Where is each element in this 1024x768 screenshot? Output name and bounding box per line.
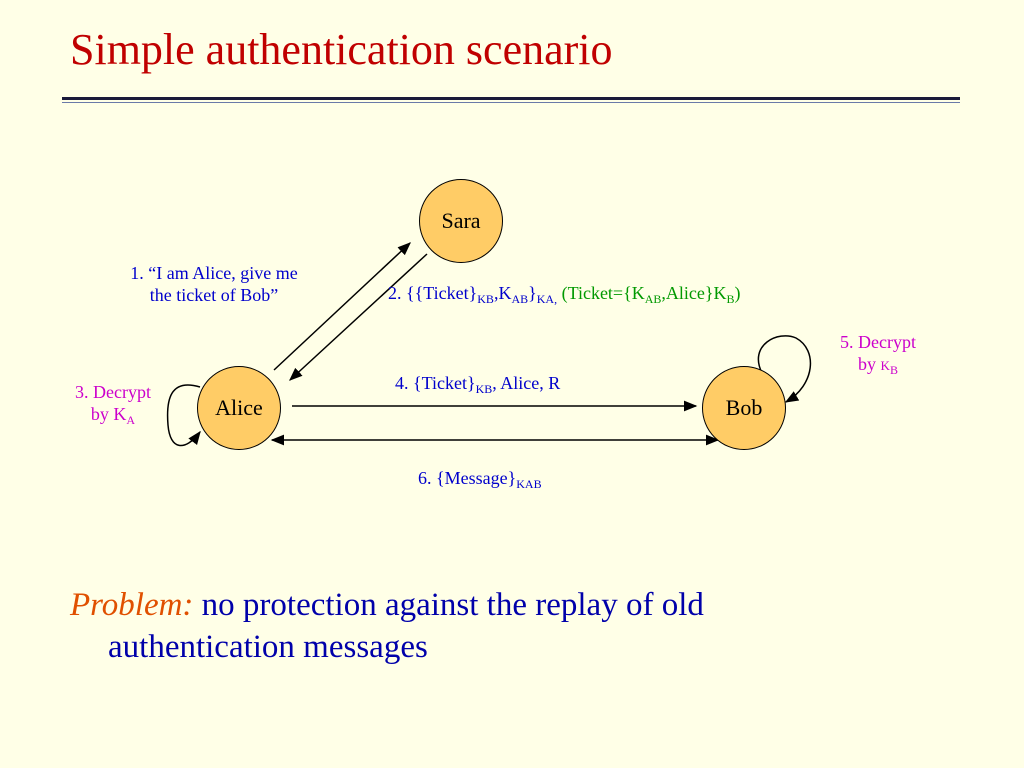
arrow-sara-to-alice bbox=[289, 253, 428, 381]
problem-text-line2: authentication messages bbox=[108, 629, 428, 665]
message-3-sub: A bbox=[126, 413, 136, 427]
problem-statement: Problem: no protection against the repla… bbox=[70, 584, 890, 668]
message-6-prefix: 6. {Message} bbox=[418, 468, 517, 488]
message-5-sub: B bbox=[889, 363, 898, 377]
message-2-ka: KA, bbox=[536, 292, 558, 306]
message-5-label: 5. Decrypt by KB bbox=[822, 331, 934, 377]
self-loop-alice bbox=[166, 384, 201, 447]
message-3-label: 3. Decrypt by KA bbox=[58, 381, 168, 427]
message-2-label: 2. {{Ticket}KB,KAB}KA, (Ticket={KAB,Alic… bbox=[388, 282, 741, 306]
problem-text-line1: no protection against the replay of old bbox=[193, 587, 704, 623]
message-2-close: } bbox=[528, 283, 537, 303]
message-4-kb: KB bbox=[475, 382, 493, 396]
message-6-label: 6. {Message}KAB bbox=[418, 467, 542, 491]
message-3-line2: by K bbox=[90, 404, 127, 424]
node-sara: Sara bbox=[419, 179, 503, 263]
message-2-note-prefix: (Ticket={K bbox=[557, 283, 645, 303]
self-loop-bob bbox=[757, 335, 812, 403]
node-alice: Alice bbox=[197, 366, 281, 450]
arrow-alice-to-sara bbox=[273, 242, 411, 371]
message-1-line2: the ticket of Bob” bbox=[149, 285, 279, 305]
title-underline-thin bbox=[62, 102, 960, 103]
message-1-line1: 1. “I am Alice, give me bbox=[130, 263, 298, 283]
node-bob: Bob bbox=[702, 366, 786, 450]
message-4-suffix: , Alice, R bbox=[492, 373, 561, 393]
message-2-note-ab: AB bbox=[644, 292, 662, 306]
message-5-line1: 5. Decrypt bbox=[840, 332, 916, 352]
message-2-prefix: 2. {{Ticket} bbox=[388, 283, 478, 303]
message-5-k: K bbox=[880, 358, 890, 373]
title-underline bbox=[62, 97, 960, 100]
message-5-line2: by bbox=[858, 354, 881, 374]
message-2-note-b: B bbox=[726, 292, 735, 306]
message-3-line1: 3. Decrypt bbox=[75, 382, 151, 402]
message-2-note-close: ) bbox=[734, 283, 741, 303]
slide-title: Simple authentication scenario bbox=[70, 25, 613, 74]
message-1-label: 1. “I am Alice, give me the ticket of Bo… bbox=[96, 262, 332, 306]
message-2-mid: ,K bbox=[493, 283, 512, 303]
message-2-kb: KB bbox=[477, 292, 494, 306]
message-2-note-mid: ,Alice}K bbox=[661, 283, 727, 303]
message-2-ab: AB bbox=[511, 292, 529, 306]
message-4-prefix: 4. {Ticket} bbox=[395, 373, 476, 393]
problem-label: Problem: bbox=[70, 587, 194, 623]
message-6-kab: KAB bbox=[516, 477, 542, 491]
message-4-label: 4. {Ticket}KB, Alice, R bbox=[395, 372, 561, 396]
